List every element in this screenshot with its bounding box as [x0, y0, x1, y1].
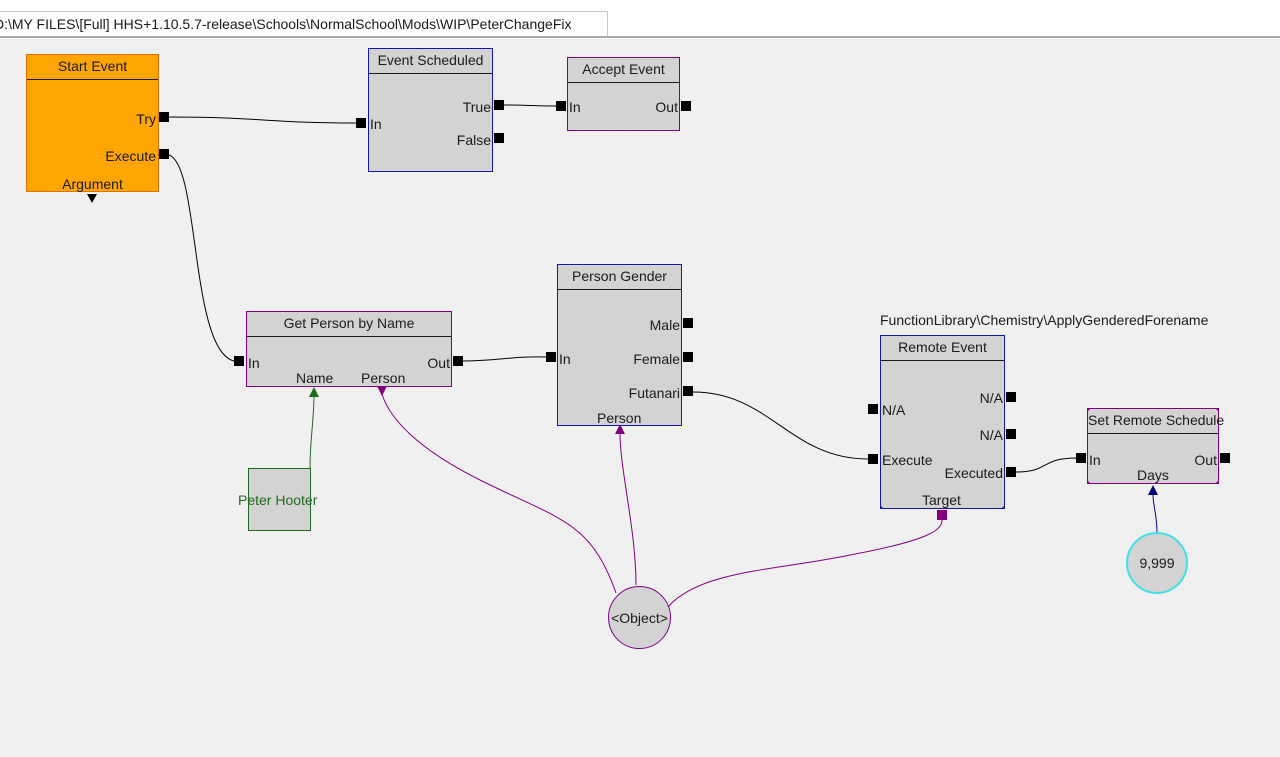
set-remote-corner-bl [1087, 480, 1091, 484]
get-person-out-label: Out [427, 355, 450, 371]
executed-label: Executed [944, 465, 1003, 481]
target-port[interactable] [937, 510, 947, 520]
days-label: Days [1137, 467, 1169, 483]
get-person-by-name-title: Get Person by Name [247, 312, 451, 337]
start-event-node[interactable]: Start Event Try Execute Argument [26, 54, 159, 192]
wire-object-to-target[interactable] [667, 519, 943, 608]
argument-label: Argument [62, 176, 123, 192]
remote-event-node[interactable]: Remote Event N/A Execute N/A N/A Execute… [880, 335, 1005, 509]
wire-get-person-to-gender[interactable] [461, 356, 547, 362]
get-person-in-port[interactable] [234, 356, 244, 366]
event-scheduled-in-port[interactable] [356, 118, 366, 128]
get-person-out-port[interactable] [453, 356, 463, 366]
wire-try-to-event-scheduled[interactable] [168, 116, 357, 124]
event-scheduled-in-label: In [370, 116, 382, 132]
remote-execute-label: Execute [882, 452, 933, 468]
remote-corner-bl [880, 505, 884, 509]
accept-event-out-port[interactable] [681, 101, 691, 111]
set-remote-schedule-title: Set Remote Schedule [1088, 409, 1224, 434]
false-label: False [456, 132, 491, 148]
set-remote-out-label: Out [1194, 452, 1217, 468]
set-remote-corner-tr [1215, 408, 1219, 412]
remote-na-out1-port[interactable] [1006, 392, 1016, 402]
person-gender-in-label: In [559, 351, 571, 367]
wire-true-to-accept-event[interactable] [503, 104, 557, 107]
remote-event-title: Remote Event [881, 336, 1004, 361]
remote-execute-port[interactable] [868, 454, 878, 464]
person-gender-title: Person Gender [558, 265, 681, 290]
person-gender-node[interactable]: Person Gender In Male Female Futanari Pe… [557, 264, 682, 426]
event-scheduled-node[interactable]: Event Scheduled In True False [368, 48, 493, 172]
tab-divider [0, 36, 1280, 38]
accept-event-in-port[interactable] [556, 101, 566, 111]
executed-port[interactable] [1006, 467, 1016, 477]
male-label: Male [649, 317, 680, 333]
person-label: Person [361, 370, 406, 386]
peter-hooter-node[interactable]: Peter Hooter [238, 468, 317, 531]
remote-event-path: FunctionLibrary\Chemistry\ApplyGenderedF… [880, 312, 1209, 328]
event-scheduled-title: Event Scheduled [369, 49, 492, 74]
true-label: True [462, 99, 491, 115]
execute-label: Execute [105, 148, 156, 164]
tab-file-path[interactable]: D:\MY FILES\[Full] HHS+1.10.5.7-release\… [0, 11, 608, 37]
true-port[interactable] [494, 100, 504, 110]
wire-object-to-person[interactable] [381, 393, 617, 594]
set-remote-schedule-node[interactable]: Set Remote Schedule In Out Days [1087, 408, 1224, 484]
set-remote-corner-tl [1087, 408, 1091, 412]
try-label: Try [136, 111, 156, 127]
remote-na-in-port[interactable] [868, 404, 878, 414]
futanari-port[interactable] [683, 386, 693, 396]
days-value-node[interactable]: 9,999 [1126, 532, 1188, 594]
accept-event-in-label: In [569, 99, 581, 115]
wire-executed-to-set-remote[interactable] [1015, 457, 1078, 473]
remote-na-in-label: N/A [882, 402, 906, 418]
set-remote-in-port[interactable] [1076, 453, 1086, 463]
get-person-in-label: In [248, 355, 260, 371]
wire-object-to-gender-person[interactable] [619, 432, 637, 586]
object-label: <Object> [611, 609, 668, 626]
tab-bar: D:\MY FILES\[Full] HHS+1.10.5.7-release\… [0, 0, 1280, 39]
days-port-arrow [1148, 485, 1158, 495]
wire-execute-to-get-person[interactable] [168, 154, 235, 362]
person-gender-in-port[interactable] [546, 352, 556, 362]
get-person-by-name-node[interactable]: Get Person by Name In Out Name Person [246, 311, 452, 387]
remote-na-out2-label: N/A [979, 427, 1003, 443]
accept-event-out-label: Out [655, 99, 678, 115]
remote-na-out1-label: N/A [979, 390, 1003, 406]
object-node[interactable]: <Object> [608, 586, 671, 649]
set-remote-out-port[interactable] [1220, 453, 1230, 463]
target-label: Target [922, 492, 961, 508]
try-port[interactable] [159, 112, 169, 122]
accept-event-title: Accept Event [568, 58, 679, 83]
wire-futanari-to-remote-execute[interactable] [692, 391, 869, 460]
futanari-label: Futanari [628, 385, 680, 401]
gender-person-label: Person [597, 410, 642, 426]
set-remote-corner-br [1215, 480, 1219, 484]
tab-title: D:\MY FILES\[Full] HHS+1.10.5.7-release\… [0, 16, 572, 32]
execute-port[interactable] [159, 149, 169, 159]
wire-days-value[interactable] [1152, 494, 1158, 534]
name-label: Name [296, 370, 334, 386]
argument-port-arrow[interactable] [87, 194, 97, 203]
remote-na-out2-port[interactable] [1006, 429, 1016, 439]
start-event-title: Start Event [27, 55, 158, 80]
set-remote-in-label: In [1089, 452, 1101, 468]
days-value-label: 9,999 [1139, 555, 1175, 571]
accept-event-node[interactable]: Accept Event In Out [567, 57, 680, 131]
wire-peter-to-name[interactable] [309, 393, 315, 469]
false-port[interactable] [494, 133, 504, 143]
female-port[interactable] [683, 352, 693, 362]
peter-hooter-value: Peter Hooter [238, 492, 318, 508]
female-label: Female [633, 351, 680, 367]
remote-corner-br [1001, 505, 1005, 509]
male-port[interactable] [683, 318, 693, 328]
